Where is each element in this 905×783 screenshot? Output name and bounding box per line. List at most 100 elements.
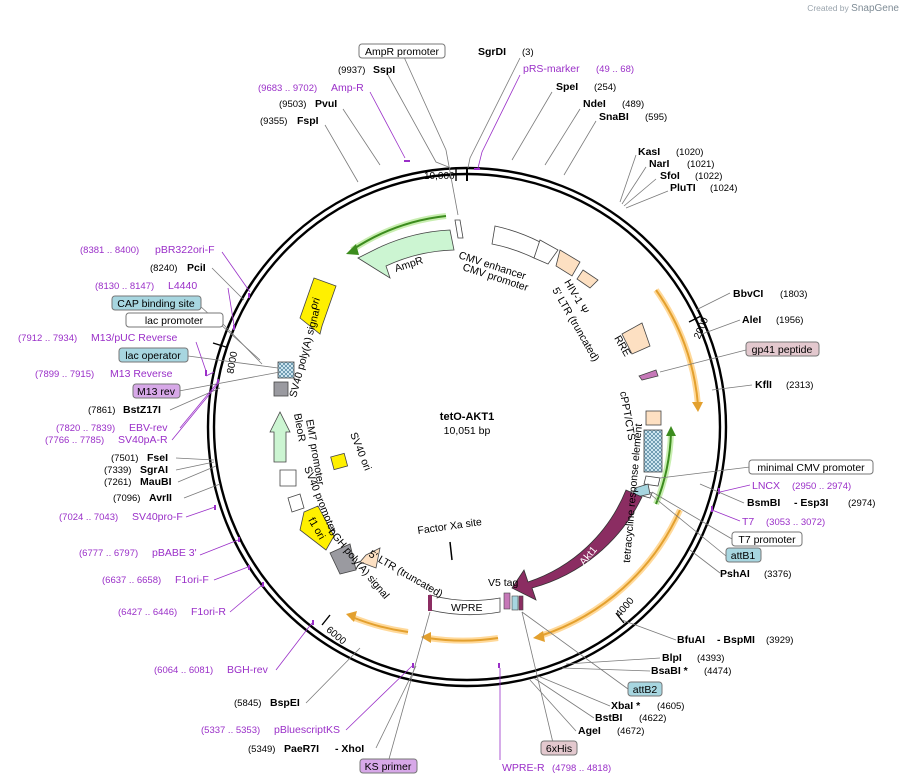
leader-bbvci — [695, 292, 731, 311]
primer-mark-wpre — [498, 663, 500, 668]
primer-t7: T7 — [742, 516, 754, 528]
leader-l4440 — [227, 287, 235, 326]
orange-arrowhead-2 — [533, 631, 545, 642]
primer-pbr322: pBR322ori-F — [155, 244, 215, 256]
primer-m13puc: M13/pUC Reverse — [91, 332, 178, 344]
t7-promoter-label: T7 promoter — [738, 534, 796, 546]
primer-wpre-r-pos: (4798 .. 4818) — [552, 763, 611, 774]
primer-labels: pRS-marker (49 .. 68) (9683 .. 9702) Amp… — [18, 63, 851, 774]
credit-prefix: Created by — [807, 3, 849, 13]
enzyme-avrii: AvrII — [149, 492, 172, 504]
lac-operator-glyph — [277, 361, 295, 379]
enzyme-spei-pos: (254) — [594, 82, 616, 93]
enzyme-xbai: XbaI * — [611, 700, 641, 712]
primer-m13puc-pos: (7912 .. 7934) — [18, 333, 77, 344]
primer-sv40pro-f: SV40pro-F — [132, 511, 183, 523]
orange-arrow-1 — [655, 289, 699, 406]
leader-blpi — [565, 657, 661, 665]
enzyme-pluti-pos: (1024) — [710, 183, 737, 194]
snapgene-credit: Created by SnapGene — [807, 3, 899, 14]
leader-bgh-rev — [275, 622, 313, 671]
enzyme-bspmi-pos: (3929) — [766, 635, 793, 646]
enzyme-kasi: KasI — [638, 146, 660, 158]
enzyme-bsabi-pos: (4474) — [704, 666, 731, 677]
leader-sgrai — [175, 461, 215, 471]
primer-mark-pbr322 — [248, 293, 250, 298]
min-cmv-label: minimal CMV promoter — [757, 462, 865, 474]
primer-ebv-rev-pos: (7820 .. 7839) — [56, 423, 115, 434]
primer-pbluescriptks: pBluescriptKS — [274, 724, 340, 736]
leader-lac-promoter — [221, 322, 263, 365]
primer-pbabe-pos: (6777 .. 6797) — [79, 548, 138, 559]
leader-agei — [529, 679, 577, 732]
leader-sspi — [387, 74, 452, 169]
ltr5b-glyph — [359, 547, 381, 569]
primer-mark-ebv — [217, 379, 219, 384]
outer-orange-arrows — [346, 288, 703, 644]
primer-l4440-pos: (8130 .. 8147) — [95, 281, 154, 292]
green-arrowhead-2 — [666, 426, 676, 436]
enzyme-esp3i: - Esp3I — [794, 497, 829, 509]
ks-primer-label: KS primer — [365, 761, 412, 773]
leader-snabi — [563, 120, 597, 176]
enzyme-blpi: BlpI — [662, 652, 682, 664]
six-his-label: 6xHis — [546, 743, 572, 755]
primer-f1ori-r-pos: (6427 .. 6446) — [118, 607, 177, 618]
lac-promoter-label: lac promoter — [145, 315, 204, 327]
tick-marks — [212, 168, 702, 626]
primer-wpre-r: WPRE-R — [502, 762, 545, 774]
leader-bsabi — [561, 667, 651, 672]
lac-promoter-box — [125, 312, 224, 328]
enzyme-nari-pos: (1021) — [687, 159, 714, 170]
tick-8000 — [212, 342, 227, 348]
enzyme-pshai: PshAI — [720, 568, 750, 580]
v5-glyph — [503, 592, 511, 610]
sv40-polya-glyph — [273, 381, 289, 397]
cap-binding-label: CAP binding site — [117, 298, 195, 310]
leader-kasi — [619, 154, 637, 203]
enzyme-sspi-pos: (9937) — [338, 65, 365, 76]
enzyme-pshai-pos: (3376) — [764, 569, 791, 580]
primer-prs-marker: pRS-marker — [523, 63, 580, 75]
primer-sv40pa-r-pos: (7766 .. 7785) — [45, 435, 104, 446]
enzyme-pvui: PvuI — [315, 98, 337, 110]
attb2-label: attB2 — [633, 684, 658, 696]
leader-paer7i — [375, 665, 417, 749]
ampr-promoter-box — [358, 43, 446, 59]
primer-mark-f1orir — [262, 582, 264, 587]
leader-sfoi — [623, 178, 657, 207]
enzyme-fsei-pos: (7501) — [111, 453, 138, 464]
enzyme-sfoi-pos: (1022) — [695, 171, 722, 182]
primer-bgh-rev: BGH-rev — [227, 664, 269, 676]
enzyme-paer7i-pos: (5349) — [248, 744, 275, 755]
ks-primer-box — [359, 758, 418, 774]
ampr-arrow — [357, 229, 455, 279]
plasmid-length: 10,051 bp — [444, 425, 491, 437]
primer-prs-marker-pos: (49 .. 68) — [596, 64, 634, 75]
enzyme-bsabi: BsaBI * — [651, 665, 689, 677]
leader-m13-reverse — [205, 371, 215, 377]
enzyme-kasi-pos: (1020) — [676, 147, 703, 158]
enzyme-sfoi: SfoI — [660, 170, 680, 182]
leader-ampr-promoter — [403, 56, 459, 216]
wpre-label: WPRE — [451, 602, 483, 614]
enzyme-bspei-pos: (5845) — [234, 698, 261, 709]
leader-lines — [169, 56, 753, 760]
min-cmv-glyph — [643, 475, 661, 487]
leader-amp-r — [369, 91, 406, 159]
enzyme-agei: AgeI — [578, 725, 601, 737]
min-cmv-box — [748, 459, 874, 475]
primer-marks — [205, 160, 720, 668]
gp41-label: gp41 peptide — [752, 344, 813, 356]
ampr-promoter-glyph — [454, 219, 464, 239]
leader-f1ori-r — [229, 584, 263, 613]
m13-rev-box — [132, 383, 181, 399]
enzyme-maubi-pos: (7261) — [104, 477, 131, 488]
leader-pcii — [211, 267, 245, 301]
bgh-glyph — [329, 543, 357, 575]
gp41-box — [745, 341, 820, 357]
enzyme-maubi: MauBI — [140, 476, 172, 488]
sv40-ori-label: SV40 ori — [347, 431, 373, 473]
tick-label-8000: 8000 — [225, 350, 240, 374]
